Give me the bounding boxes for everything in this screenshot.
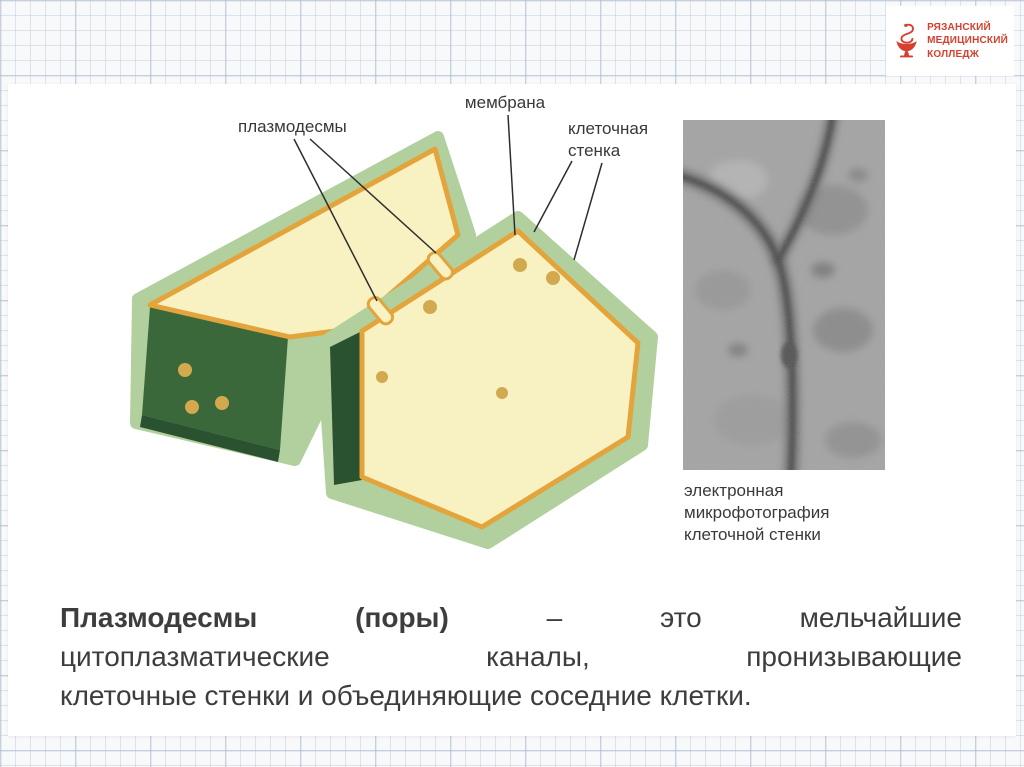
label-plasmodesmata: плазмодесмы — [238, 117, 347, 136]
caption-line: электронная — [684, 481, 784, 500]
logo-text: РЯЗАНСКИЙ МЕДИЦИНСКИЙ КОЛЛЕДЖ — [927, 21, 1008, 62]
logo-text-line: МЕДИЦИНСКИЙ — [927, 35, 1008, 47]
caption-line: микрофотография — [684, 503, 830, 522]
caption-line: клеточной стенки — [684, 525, 821, 544]
definition-term: Плазмодесмы (поры) — [60, 602, 449, 633]
hygieia-bowl-icon — [896, 23, 917, 58]
cell-diagram: плазмодесмы мембрана клеточная стенка — [130, 93, 658, 549]
definition-paragraph: Плазмодесмы (поры) – это мельчайшие цито… — [60, 598, 962, 715]
plasmodesmata-dots — [178, 363, 229, 414]
pointer-lines — [293, 114, 603, 302]
micrograph-caption: электронная микрофотография клеточной ст… — [684, 480, 829, 546]
plasmodesma-channels — [366, 250, 455, 326]
label-membrane: мембрана — [465, 93, 546, 112]
college-logo: РЯЗАНСКИЙ МЕДИЦИНСКИЙ КОЛЛЕДЖ — [886, 6, 1014, 76]
definition-line: Плазмодесмы (поры) – это мельчайшие — [60, 602, 962, 633]
right-cell — [316, 211, 658, 549]
definition-line: цитоплазматические каналы, пронизывающие — [60, 641, 962, 672]
electron-micrograph — [683, 120, 885, 470]
label-cell-wall-line1: клеточная — [568, 119, 648, 138]
plasmodesmata-dots — [376, 258, 560, 399]
logo-text-line: КОЛЛЕДЖ — [927, 48, 979, 60]
definition-line: клеточные стенки и объединяющие соседние… — [60, 680, 752, 711]
logo-text-line: РЯЗАНСКИЙ — [927, 21, 991, 33]
label-cell-wall-line2: стенка — [568, 141, 621, 160]
